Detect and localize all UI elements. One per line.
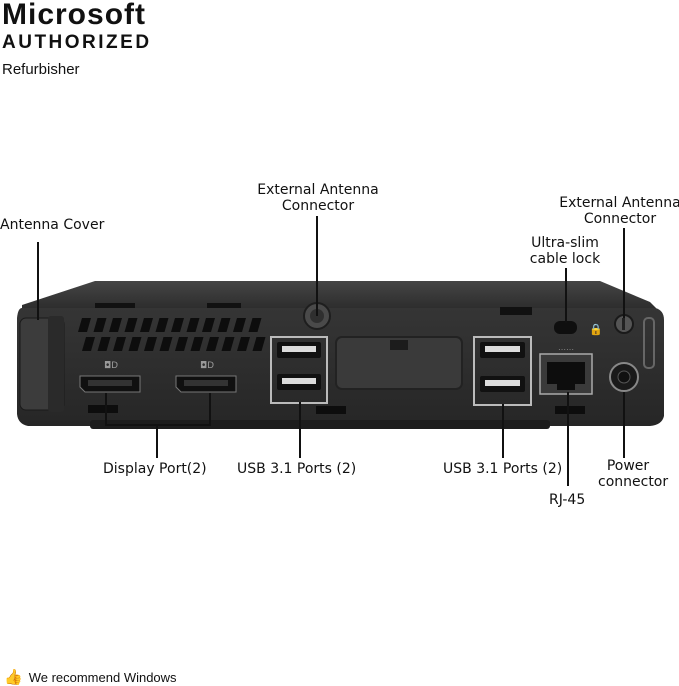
display-port-1: ◘D	[79, 361, 141, 413]
vent-slot	[252, 337, 266, 351]
label-usb-left: USB 3.1 Ports (2)	[237, 461, 357, 477]
callout-lines	[37, 216, 625, 486]
rj45-port: ⋯⋯	[539, 345, 593, 414]
label-external-antenna-right-line2: Connector	[583, 211, 657, 227]
label-external-antenna-right: External Antenna Connector	[552, 195, 679, 227]
vent-slot	[124, 318, 138, 332]
footer-recommend-text: We recommend Windows	[28, 669, 177, 685]
vent-slot	[97, 337, 111, 351]
vent-slot	[190, 337, 204, 351]
svg-text:⋯⋯: ⋯⋯	[558, 345, 574, 354]
label-cable-lock: Ultra-slim cable lock	[524, 235, 606, 267]
chassis-foot	[90, 420, 550, 429]
lock-icon: 🔒	[589, 323, 603, 336]
vent-slot	[202, 318, 215, 332]
cable-lock-slot	[554, 321, 577, 334]
vent-slot	[217, 318, 231, 332]
brand-logo: Microsoft AUTHORIZED Refurbisher	[2, 0, 152, 79]
label-power-connector: Power connector	[598, 458, 669, 490]
brand-line-microsoft: Microsoft	[2, 0, 146, 31]
vent-slot	[171, 318, 184, 332]
brand-line-refurbisher: Refurbisher	[2, 61, 80, 78]
vent-slot	[155, 318, 169, 332]
vent-slot	[186, 318, 200, 332]
chassis-top	[22, 281, 660, 312]
label-antenna-cover: Antenna Cover	[0, 217, 105, 233]
vent-slot	[248, 318, 262, 332]
vent-slot	[233, 318, 246, 332]
vent-slot	[113, 337, 126, 351]
label-power-line1: Power	[606, 458, 650, 474]
vent-slot	[93, 318, 107, 332]
vent-slot	[221, 337, 235, 351]
vent-slot	[82, 337, 95, 351]
thumbs-up-icon: 👍	[4, 669, 23, 686]
label-display-port: Display Port(2)	[103, 461, 207, 477]
label-cable-lock-line1: Ultra-slim	[531, 235, 599, 251]
label-rj45: RJ-45	[549, 492, 586, 508]
svg-text:◘D: ◘D	[200, 361, 214, 371]
vent-slot	[78, 318, 91, 332]
label-usb-right: USB 3.1 Ports (2)	[443, 461, 563, 477]
vent-slot	[206, 337, 219, 351]
brand-line-authorized: AUTHORIZED	[2, 32, 152, 53]
usb-ports-left	[270, 336, 346, 414]
vent-slot	[128, 337, 142, 351]
display-port-2: ◘D	[175, 361, 237, 393]
ventilation-grille	[78, 318, 266, 351]
vent-slot	[109, 318, 122, 332]
vent-slot	[159, 337, 173, 351]
label-external-antenna-left: External Antenna Connector	[252, 182, 384, 214]
label-external-antenna-right-line1: External Antenna	[559, 195, 679, 211]
footer-recommend: 👍 We recommend Windows	[4, 668, 177, 686]
vent-slot	[175, 337, 188, 351]
label-external-antenna-left-line1: External Antenna	[257, 182, 379, 198]
vent-slot	[237, 337, 250, 351]
svg-text:◘D: ◘D	[104, 361, 118, 371]
label-cable-lock-line2: cable lock	[529, 251, 601, 267]
label-external-antenna-left-line2: Connector	[281, 198, 355, 214]
io-blank-panel	[335, 336, 463, 390]
vent-slot	[140, 318, 153, 332]
label-power-line2: connector	[598, 474, 669, 490]
usb-ports-right	[473, 336, 532, 406]
vent-slot	[144, 337, 157, 351]
